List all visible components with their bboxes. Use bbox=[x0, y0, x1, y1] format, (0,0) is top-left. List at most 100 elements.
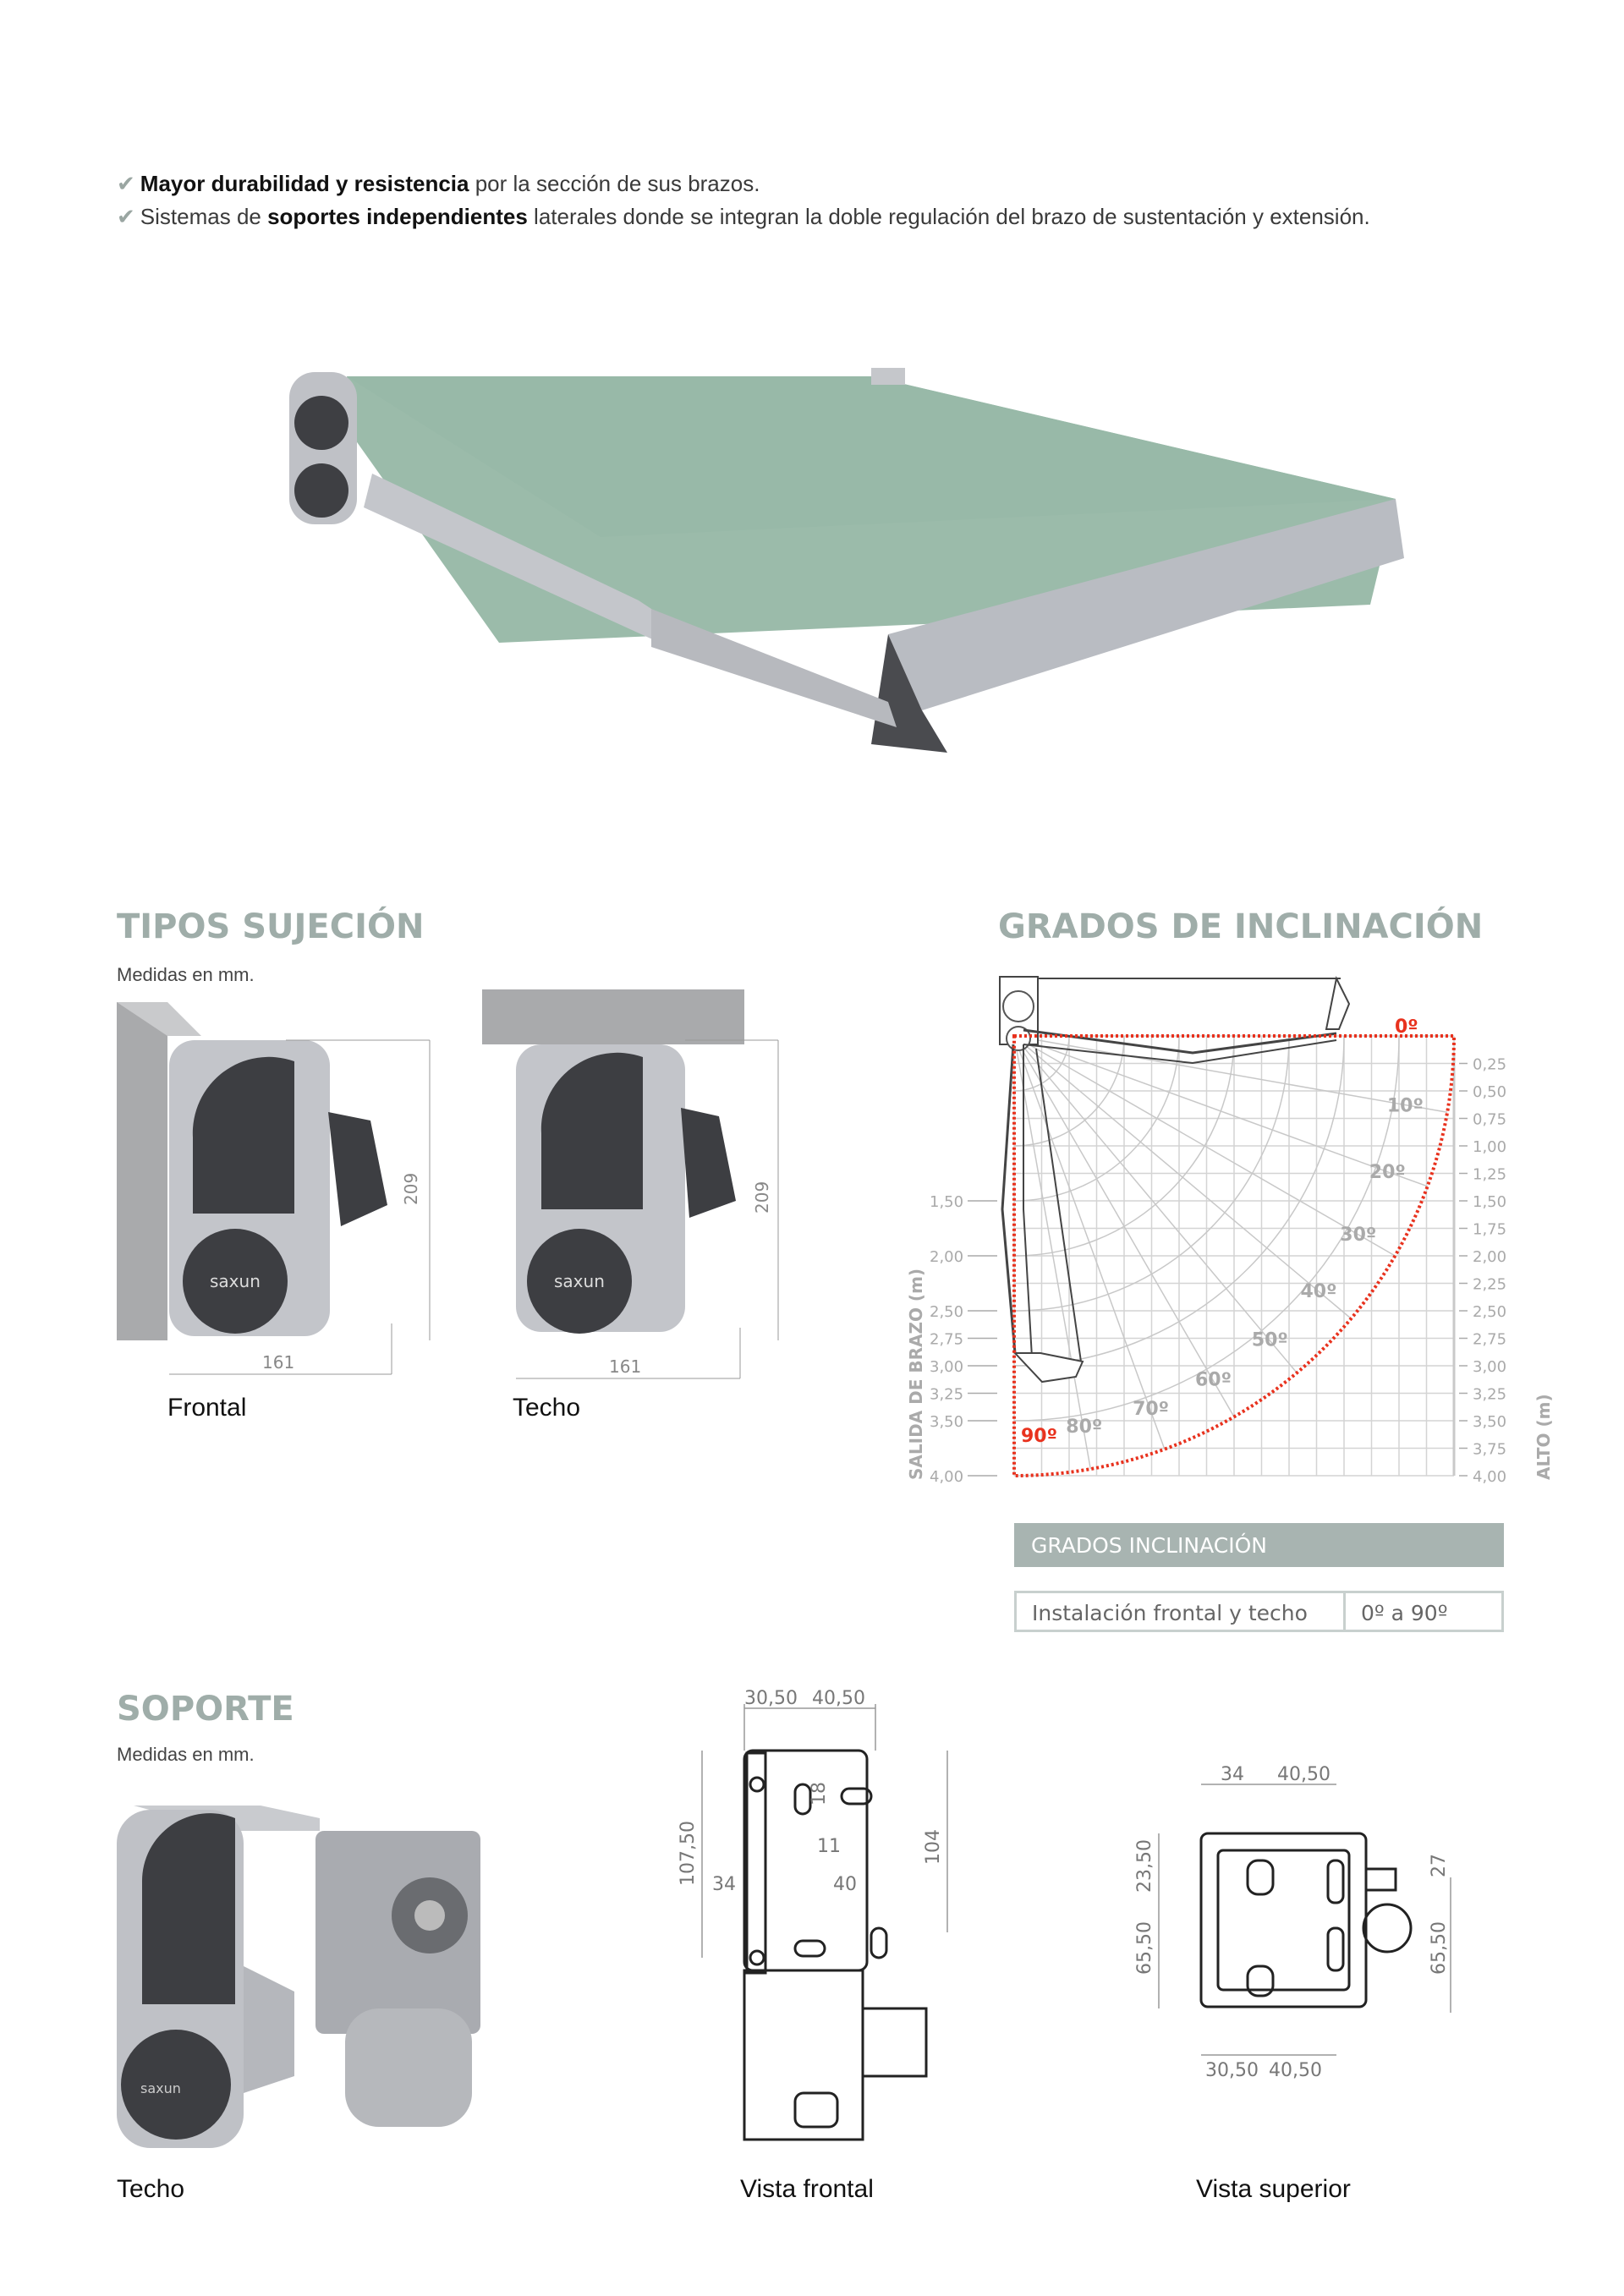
dim-label: 107,50 bbox=[678, 1821, 699, 1886]
right-axis-label: ALTO (m) bbox=[1533, 1394, 1554, 1480]
angle-label: 10º bbox=[1387, 1095, 1424, 1116]
dim-label: 40 bbox=[833, 1874, 857, 1895]
angle-label: 60º bbox=[1195, 1369, 1232, 1390]
left-tick-label: 1,50 bbox=[930, 1193, 963, 1211]
right-tick-label: 1,75 bbox=[1473, 1221, 1506, 1239]
angle-ray bbox=[1013, 1035, 1448, 1114]
left-tick-label: 4,00 bbox=[930, 1468, 963, 1486]
height-dim: 209 bbox=[401, 1173, 421, 1205]
dim-label: 27 bbox=[1429, 1854, 1450, 1877]
right-tick-label: 2,75 bbox=[1473, 1331, 1506, 1349]
ceiling-mount-image: saxun 209 161 bbox=[482, 989, 779, 1379]
dim-label: 40,50 bbox=[1269, 2060, 1322, 2081]
awning-product-image bbox=[289, 368, 1404, 753]
bullet-text: laterales donde se integran la doble reg… bbox=[527, 204, 1370, 229]
right-tick-label: 0,75 bbox=[1473, 1111, 1506, 1129]
bullet-bold: soportes independientes bbox=[267, 204, 528, 229]
dim-label: 104 bbox=[923, 1829, 944, 1865]
brand-logo: saxun bbox=[140, 2080, 181, 2096]
measure-note: Medidas en mm. bbox=[117, 964, 255, 985]
caption-techo: Techo bbox=[117, 2175, 185, 2203]
brand-logo: saxun bbox=[554, 1271, 605, 1291]
caption-techo: Techo bbox=[513, 1394, 581, 1422]
width-dim: 161 bbox=[609, 1356, 641, 1377]
right-tick-label: 2,25 bbox=[1473, 1276, 1506, 1294]
angle-ray bbox=[1013, 1035, 1428, 1187]
radius-arc bbox=[1013, 1035, 1180, 1202]
row-value: 0º a 90º bbox=[1361, 1601, 1448, 1625]
dim-label: 11 bbox=[817, 1836, 841, 1857]
angle-ray bbox=[1013, 1035, 1235, 1417]
inclination-diagram: 0º 10º 20º 30º 40º 50º 60º 70º 80º 90º 0,25 0,50 0,7… bbox=[906, 975, 1554, 1486]
angle-ray bbox=[1013, 1035, 1396, 1257]
right-tick-label: 1,50 bbox=[1473, 1193, 1506, 1211]
caption-frontal: Frontal bbox=[167, 1394, 247, 1422]
angle-label: 90º bbox=[1021, 1426, 1057, 1447]
brand-logo: saxun bbox=[210, 1271, 261, 1291]
right-tick-label: 4,00 bbox=[1473, 1468, 1506, 1486]
angle-ray bbox=[1013, 1035, 1166, 1449]
right-tick-label: 3,75 bbox=[1473, 1441, 1506, 1459]
angle-ray bbox=[1013, 1035, 1352, 1319]
bullet-text: Sistemas de bbox=[140, 204, 268, 229]
right-tick-label: 3,25 bbox=[1473, 1386, 1506, 1404]
left-axis-label: SALIDA DE BRAZO (m) bbox=[906, 1269, 926, 1480]
left-tick-label: 2,00 bbox=[930, 1248, 963, 1266]
inclination-range-outline bbox=[1012, 1034, 1457, 1478]
radius-arc bbox=[1013, 1035, 1345, 1367]
top-view-drawing: 34 40,50 23,50 27 65,50 65,50 30,50 40,5… bbox=[1134, 1764, 1451, 2081]
angle-label: 70º bbox=[1133, 1399, 1169, 1420]
radius-arc bbox=[1013, 1035, 1400, 1422]
right-tick-label: 3,50 bbox=[1473, 1413, 1506, 1431]
dim-label: 23,50 bbox=[1134, 1839, 1155, 1893]
left-tick-label: 3,50 bbox=[930, 1413, 963, 1431]
dim-label: 18 bbox=[809, 1782, 830, 1806]
caption-vista-superior: Vista superior bbox=[1196, 2175, 1351, 2203]
radius-arc bbox=[1013, 1035, 1125, 1147]
height-dim: 209 bbox=[752, 1181, 772, 1214]
angle-label: 0º bbox=[1395, 1016, 1418, 1038]
right-tick-label: 0,50 bbox=[1473, 1083, 1506, 1101]
feature-bullet: ✔Sistemas de soportes independientes lat… bbox=[117, 204, 1370, 230]
dim-label: 65,50 bbox=[1134, 1921, 1155, 1975]
left-tick-label: 3,25 bbox=[930, 1386, 963, 1404]
bullet-text: por la sección de sus brazos. bbox=[469, 171, 760, 196]
dim-label: 65,50 bbox=[1429, 1921, 1450, 1975]
dim-label: 34 bbox=[712, 1874, 736, 1895]
angle-ray bbox=[1013, 1035, 1092, 1470]
check-icon: ✔ bbox=[117, 171, 135, 196]
bullet-bold: Mayor durabilidad y resistencia bbox=[140, 171, 469, 196]
width-dim: 161 bbox=[262, 1352, 294, 1373]
section-title-soporte: SOPORTE bbox=[117, 1690, 294, 1729]
dim-label: 30,50 bbox=[1205, 2060, 1259, 2081]
radius-arc bbox=[1013, 1035, 1235, 1257]
right-tick-label: 1,00 bbox=[1473, 1138, 1506, 1156]
awning-arm-drawing bbox=[999, 975, 1351, 1384]
left-tick-label: 2,75 bbox=[930, 1331, 963, 1349]
radius-arc bbox=[1013, 1035, 1290, 1312]
right-tick-label: 2,50 bbox=[1473, 1303, 1506, 1321]
right-tick-label: 0,25 bbox=[1473, 1056, 1506, 1074]
support-product-image: saxun bbox=[117, 1806, 480, 2148]
angle-label: 20º bbox=[1369, 1162, 1406, 1183]
dim-label: 34 bbox=[1221, 1764, 1244, 1785]
left-tick-label: 3,00 bbox=[930, 1358, 963, 1376]
section-title-sujecion: TIPOS SUJECIÓN bbox=[117, 907, 425, 946]
front-view-drawing: 30,50 40,50 18 11 107,50 34 40 104 bbox=[678, 1688, 948, 2141]
right-tick-label: 2,00 bbox=[1473, 1248, 1506, 1266]
measure-note: Medidas en mm. bbox=[117, 1744, 255, 1765]
inclination-table-row: Instalación frontal y techo 0º a 90º bbox=[1014, 1591, 1504, 1632]
angle-label: 80º bbox=[1066, 1417, 1102, 1438]
feature-bullet: ✔Mayor durabilidad y resistencia por la … bbox=[117, 171, 760, 197]
dim-label: 40,50 bbox=[812, 1688, 865, 1709]
angle-label: 30º bbox=[1340, 1225, 1376, 1246]
angle-ray bbox=[1013, 1035, 1298, 1373]
row-label: Instalación frontal y techo bbox=[1017, 1593, 1346, 1630]
caption-vista-frontal: Vista frontal bbox=[740, 2175, 874, 2203]
angle-label: 50º bbox=[1252, 1330, 1288, 1351]
angle-label: 40º bbox=[1301, 1281, 1337, 1302]
dim-label: 30,50 bbox=[744, 1688, 798, 1709]
right-tick-label: 3,00 bbox=[1473, 1358, 1506, 1376]
frontal-mount-image: saxun 209 161 bbox=[117, 1002, 431, 1375]
check-icon: ✔ bbox=[117, 204, 135, 229]
